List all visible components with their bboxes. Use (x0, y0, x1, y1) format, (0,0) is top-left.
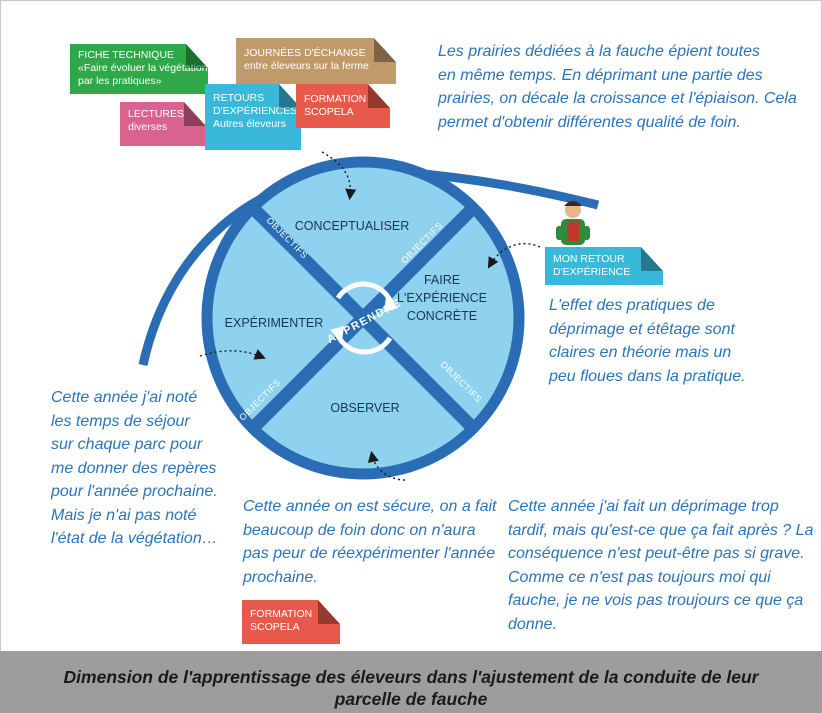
label-observer: OBSERVER (330, 401, 399, 415)
card-fiche-technique: FICHE TECHNIQUE «Faire évoluer la végéta… (70, 44, 208, 94)
note-top-right: Les prairies dédiées à la fauche épient … (438, 43, 797, 131)
farmer-icon (556, 201, 590, 245)
dotted-arrow-to-conceptualiser (321, 151, 357, 201)
note-bottom-right: Cette année j'ai fait un déprimage trop … (508, 498, 814, 633)
card-retours-experiences: RETOURS D'EXPÉRIENCES Autres éleveurs (205, 84, 301, 150)
figure-caption: Dimension de l'apprentissage des éleveur… (63, 667, 759, 709)
card-formation-scopela-bottom: FORMATION SCOPELA (242, 600, 340, 644)
label-experimenter: EXPÉRIMENTER (225, 315, 324, 330)
card-journees-echange: JOURNÉES D'ÉCHANGE entre éleveurs sur la… (236, 38, 396, 84)
learning-wheel (201, 156, 525, 480)
caption-band: Dimension de l'apprentissage des éleveur… (0, 651, 822, 713)
svg-text:CONCRÈTE: CONCRÈTE (407, 308, 477, 323)
note-bottom-middle: Cette année on est sécure, on a fait bea… (243, 498, 497, 586)
learning-cycle-diagram: CONCEPTUALISER EXPÉRIMENTER OBSERVER FAI… (138, 151, 600, 481)
note-left: Cette année j'ai noté les temps de séjou… (51, 389, 218, 547)
card-formation-scopela-top: FORMATION SCOPELA (296, 84, 390, 128)
card-mon-retour-experience: MON RETOUR D'EXPÉRIENCE (545, 247, 663, 285)
label-faire-experience: FAIRE L'EXPÉRIENCE CONCRÈTE (397, 273, 487, 323)
svg-text:FAIRE: FAIRE (424, 273, 460, 287)
dotted-arrow-to-observer (367, 450, 406, 481)
note-right-middle: L'effet des pratiques de déprimage et ét… (549, 297, 746, 385)
cycle-arrows-icon (330, 281, 398, 355)
svg-text:L'EXPÉRIENCE: L'EXPÉRIENCE (397, 290, 487, 305)
label-conceptualiser: CONCEPTUALISER (295, 219, 410, 233)
dotted-arrow-to-faire (487, 242, 541, 269)
